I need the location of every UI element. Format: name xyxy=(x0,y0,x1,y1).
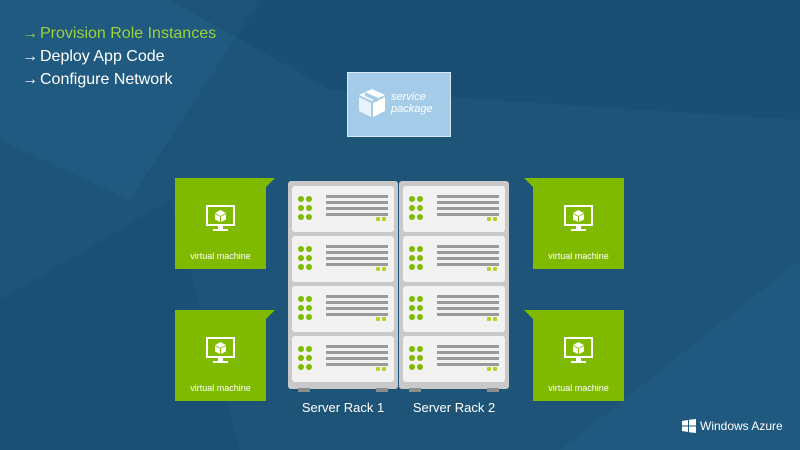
server-rack-label: Server Rack 1 xyxy=(301,400,385,415)
status-leds xyxy=(374,258,386,276)
drive-bays xyxy=(437,295,499,319)
status-leds xyxy=(374,308,386,326)
rack-foot xyxy=(409,388,421,392)
monitor-icon xyxy=(564,205,593,231)
step-arrow-icon: → xyxy=(22,25,38,42)
status-dots xyxy=(409,196,425,222)
status-dots xyxy=(298,196,314,222)
windows-logo-icon xyxy=(682,419,696,433)
status-leds xyxy=(485,208,497,226)
status-dots xyxy=(298,346,314,372)
server-unit xyxy=(403,286,505,332)
service-package-line2: package xyxy=(391,103,433,115)
server-unit xyxy=(292,236,394,282)
virtual-machine-label: virtual machine xyxy=(190,251,251,261)
virtual-machine-label: virtual machine xyxy=(548,251,609,261)
step-label: Provision Role Instances xyxy=(40,25,217,42)
tile-notch xyxy=(266,178,275,187)
drive-bays xyxy=(326,245,388,269)
status-dots xyxy=(298,246,314,272)
status-dots xyxy=(298,296,314,322)
monitor-icon xyxy=(206,205,235,231)
tile-notch xyxy=(524,178,533,187)
server-unit xyxy=(403,186,505,232)
server-unit xyxy=(292,336,394,382)
status-leds xyxy=(485,358,497,376)
server-rack-label: Server Rack 2 xyxy=(412,400,496,415)
tile-notch xyxy=(266,310,275,319)
step-item: →Deploy App Code xyxy=(22,45,216,68)
step-arrow-icon: → xyxy=(22,71,38,88)
virtual-machine-tile: virtual machine xyxy=(524,178,624,269)
tile-notch xyxy=(524,310,533,319)
monitor-icon xyxy=(206,337,235,363)
package-box-icon xyxy=(359,89,385,117)
server-unit xyxy=(292,186,394,232)
server-unit xyxy=(292,286,394,332)
status-dots xyxy=(409,346,425,372)
server-rack-2 xyxy=(399,181,509,392)
rack-foot xyxy=(376,388,388,392)
service-package: service package xyxy=(347,72,451,137)
virtual-machine-label: virtual machine xyxy=(548,383,609,393)
step-item: →Configure Network xyxy=(22,68,216,91)
status-dots xyxy=(409,246,425,272)
server-rack-1 xyxy=(288,181,398,392)
drive-bays xyxy=(437,195,499,219)
drive-bays xyxy=(437,245,499,269)
monitor-icon xyxy=(564,337,593,363)
service-package-line1: service xyxy=(391,91,426,103)
drive-bays xyxy=(326,295,388,319)
rack-foot xyxy=(298,388,310,392)
status-leds xyxy=(374,208,386,226)
status-dots xyxy=(409,296,425,322)
step-list: →Provision Role Instances →Deploy App Co… xyxy=(22,22,216,91)
drive-bays xyxy=(326,345,388,369)
status-leds xyxy=(485,308,497,326)
brand-label: Windows Azure xyxy=(700,419,783,433)
status-leds xyxy=(485,258,497,276)
service-package-label: service package xyxy=(391,91,449,115)
server-unit xyxy=(403,336,505,382)
virtual-machine-tile: virtual machine xyxy=(524,310,624,401)
rack-foot xyxy=(487,388,499,392)
step-item: →Provision Role Instances xyxy=(22,22,216,45)
drive-bays xyxy=(437,345,499,369)
drive-bays xyxy=(326,195,388,219)
step-label: Deploy App Code xyxy=(40,48,165,65)
server-unit xyxy=(403,236,505,282)
step-label: Configure Network xyxy=(40,71,173,88)
virtual-machine-label: virtual machine xyxy=(190,383,251,393)
step-arrow-icon: → xyxy=(22,48,38,65)
status-leds xyxy=(374,358,386,376)
virtual-machine-tile: virtual machine xyxy=(175,178,275,269)
virtual-machine-tile: virtual machine xyxy=(175,310,275,401)
